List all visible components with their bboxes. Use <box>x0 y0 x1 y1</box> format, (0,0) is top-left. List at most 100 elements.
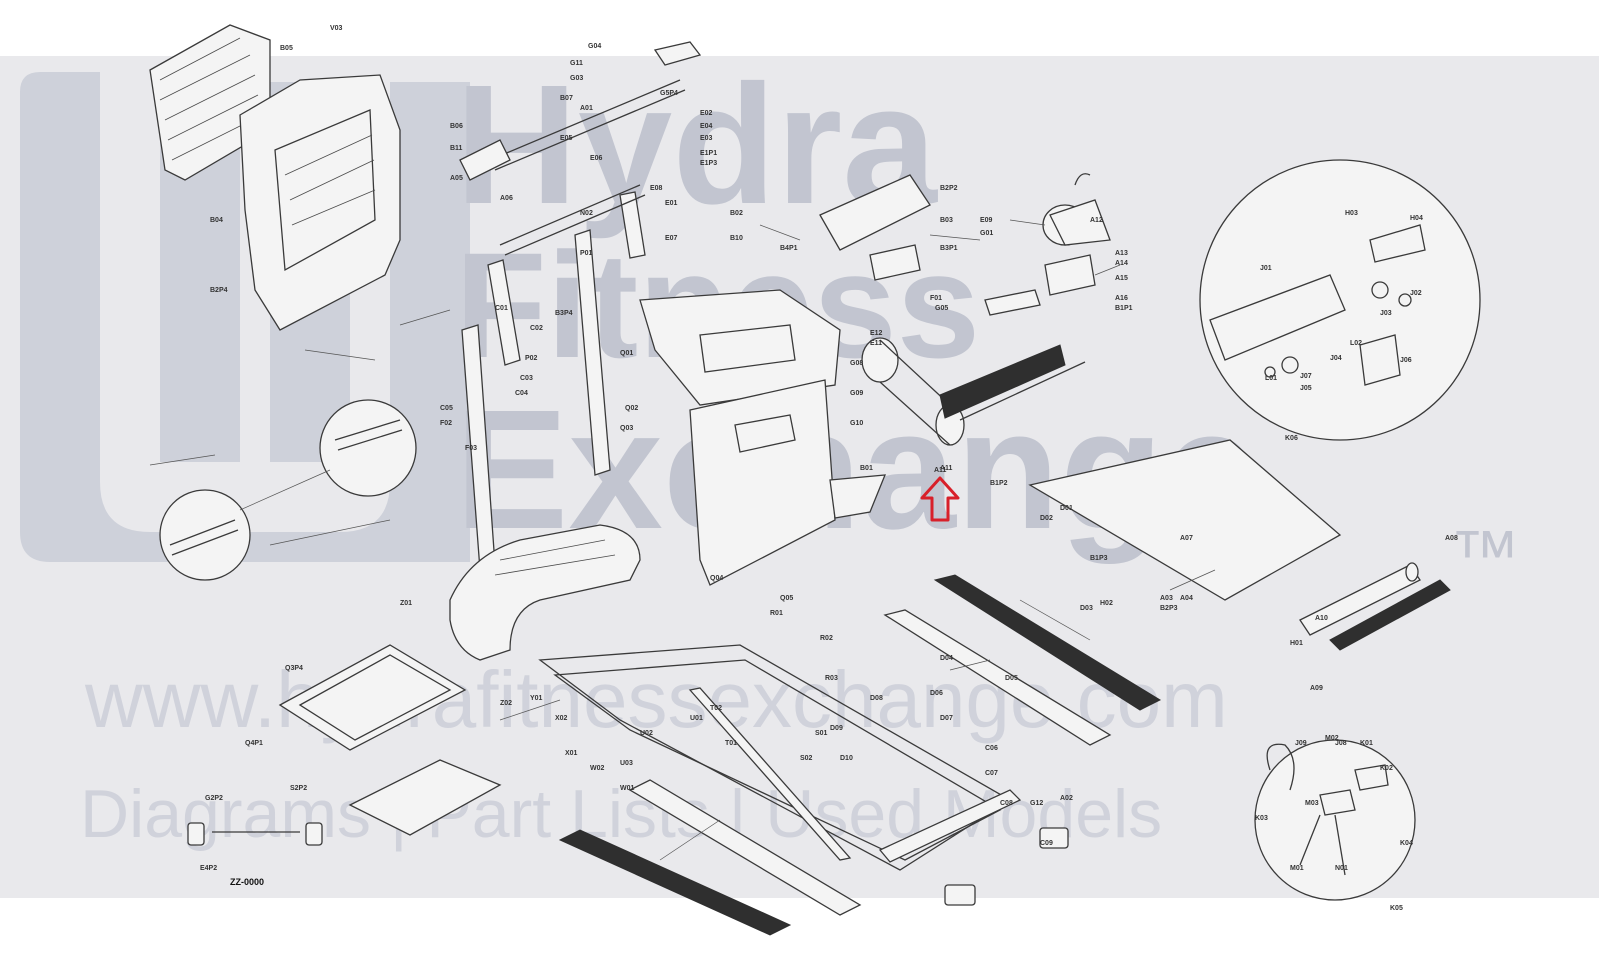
side-rail-right <box>883 574 1162 746</box>
part-callout-g03: G03 <box>570 75 583 82</box>
highlight-target-callout: A11 <box>934 467 947 474</box>
part-callout-a10: A10 <box>1315 615 1328 622</box>
part-callout-d09: D09 <box>830 725 843 732</box>
part-callout-d05: D05 <box>1005 675 1018 682</box>
part-callout-c01: C01 <box>495 305 508 312</box>
part-callout-c05: C05 <box>440 405 453 412</box>
part-callout-j02: J02 <box>1410 290 1422 297</box>
part-callout-m01: M01 <box>1290 865 1304 872</box>
running-deck <box>1028 439 1342 601</box>
part-callout-c09: C09 <box>1040 840 1053 847</box>
part-callout-a02: A02 <box>1060 795 1073 802</box>
part-callout-e05: E05 <box>560 135 573 142</box>
part-callout-b10: B10 <box>730 235 743 242</box>
part-callout-g12: G12 <box>1030 800 1043 807</box>
part-callout-d06: D06 <box>930 690 943 697</box>
part-callout-t01: T01 <box>725 740 737 747</box>
part-callout-m02: M02 <box>1325 735 1339 742</box>
part-callout-a06: A06 <box>500 195 513 202</box>
part-callout-x01: X01 <box>565 750 578 757</box>
detail-circle-left-upper <box>319 399 417 497</box>
upright-post-right <box>574 191 646 476</box>
part-callout-b2p2: B2P2 <box>940 185 958 192</box>
part-callout-j09: J09 <box>1295 740 1307 747</box>
part-callout-b1p1: B1P1 <box>1115 305 1133 312</box>
part-callout-e03: E03 <box>700 135 713 142</box>
console-frame <box>239 74 401 331</box>
part-callout-e04: E04 <box>700 123 713 130</box>
part-callout-a04: A04 <box>1180 595 1193 602</box>
part-callout-k03: K03 <box>1255 815 1268 822</box>
wheel-right <box>944 827 1069 906</box>
part-callout-j05: J05 <box>1300 385 1312 392</box>
part-callout-g2p2: G2P2 <box>205 795 223 802</box>
part-callout-g09: G09 <box>850 390 863 397</box>
part-callout-s2p2: S2P2 <box>290 785 307 792</box>
part-callout-e1p3: E1P3 <box>700 160 717 167</box>
part-callout-r01: R01 <box>770 610 783 617</box>
part-callout-e4p2: E4P2 <box>200 865 217 872</box>
part-callout-e1p1: E1P1 <box>700 150 717 157</box>
part-callout-d04: D04 <box>940 655 953 662</box>
part-callout-k05: K05 <box>1390 905 1403 912</box>
watermark-trademark: ™ <box>1450 516 1520 594</box>
part-callout-g04: G04 <box>588 43 601 50</box>
part-callout-k04: K04 <box>1400 840 1413 847</box>
part-callout-b2p3: B2P3 <box>1160 605 1178 612</box>
part-callout-a12: A12 <box>1090 217 1103 224</box>
part-callout-u02: U02 <box>640 730 653 737</box>
part-callout-b02: B02 <box>730 210 743 217</box>
part-callout-h02: H02 <box>1100 600 1113 607</box>
part-callout-b06: B06 <box>450 123 463 130</box>
part-callout-g08: G08 <box>850 360 863 367</box>
part-callout-l01: L01 <box>1265 375 1277 382</box>
part-callout-b07: B07 <box>560 95 573 102</box>
side-rail-left <box>558 779 862 936</box>
highlight-arrow-group: A11 <box>920 467 960 522</box>
part-callout-b03: B03 <box>940 217 953 224</box>
part-callout-s02: S02 <box>800 755 813 762</box>
part-callout-e11: E11 <box>870 340 882 347</box>
part-callout-b3p1: B3P1 <box>940 245 958 252</box>
part-callout-e08: E08 <box>650 185 663 192</box>
part-callout-a07: A07 <box>1180 535 1193 542</box>
drive-motor <box>984 173 1111 316</box>
part-callout-y01: Y01 <box>530 695 543 702</box>
part-callout-g10: G10 <box>850 420 863 427</box>
part-callout-b3p4: B3P4 <box>555 310 573 317</box>
part-callout-h04: H04 <box>1410 215 1423 222</box>
display-console <box>639 289 887 586</box>
part-callout-a01: A01 <box>580 105 593 112</box>
detail-circle-wiring <box>1254 739 1416 901</box>
rear-roller <box>1299 562 1451 651</box>
part-callout-e06: E06 <box>590 155 603 162</box>
part-callout-f01: F01 <box>930 295 942 302</box>
part-callout-r02: R02 <box>820 635 833 642</box>
part-callout-b1p2: B1P2 <box>990 480 1008 487</box>
part-callout-a03: A03 <box>1160 595 1173 602</box>
part-callout-c04: C04 <box>515 390 528 397</box>
part-callout-n01: N01 <box>1335 865 1348 872</box>
part-callout-b1p3: B1P3 <box>1090 555 1108 562</box>
front-roller <box>861 337 1086 446</box>
part-callout-q3p4: Q3P4 <box>285 665 303 672</box>
part-callout-d02: D02 <box>1040 515 1053 522</box>
part-callout-a11: A11 <box>940 465 953 472</box>
part-callout-h03: H03 <box>1345 210 1358 217</box>
part-callout-j07: J07 <box>1300 373 1312 380</box>
part-callout-n02: N02 <box>580 210 593 217</box>
part-callout-h01: H01 <box>1290 640 1303 647</box>
part-callout-c07: C07 <box>985 770 998 777</box>
part-callout-z01: Z01 <box>400 600 412 607</box>
part-callout-w02: W02 <box>590 765 605 772</box>
part-callout-a09: A09 <box>1310 685 1323 692</box>
part-callout-q02: Q02 <box>625 405 638 412</box>
part-callout-q4p1: Q4P1 <box>245 740 263 747</box>
part-callout-j08: J08 <box>1335 740 1347 747</box>
part-callout-f02: F02 <box>440 420 452 427</box>
part-callout-u01: U01 <box>690 715 703 722</box>
part-callout-b2p4: B2P4 <box>210 287 228 294</box>
part-callout-g11: G11 <box>570 60 583 67</box>
